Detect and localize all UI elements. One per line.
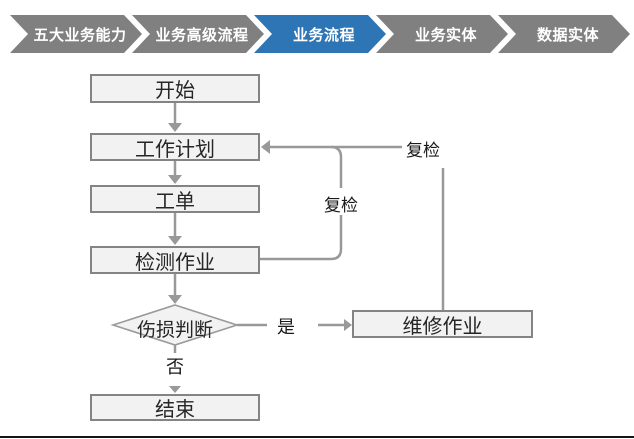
edge-label-recheck-inner: 复检 [324, 196, 358, 215]
edge-label-recheck-outer: 复检 [406, 141, 440, 160]
node-damage-decision: 伤损判断 [136, 320, 213, 341]
edge-inspection-recheck-upper [330, 145, 343, 188]
arrowhead-into-inspection [168, 236, 182, 245]
node-work-plan: 工作计划 [90, 133, 260, 161]
arrowhead-into-diamond [168, 295, 182, 304]
bottom-divider [0, 436, 634, 438]
step-data-entity[interactable]: 数据实体 [498, 15, 630, 53]
edge-label-yes: 是 [277, 317, 295, 337]
step-business-entity[interactable]: 业务实体 [376, 15, 508, 53]
step-high-level-process[interactable]: 业务高级流程 [132, 15, 264, 53]
edge-inspection-recheck-lower [260, 215, 343, 261]
step-five-capabilities[interactable]: 五大业务能力 [10, 15, 142, 53]
node-start: 开始 [90, 74, 260, 103]
arrowhead-into-workorder [168, 175, 182, 184]
node-repair-job: 维修作业 [352, 310, 533, 338]
arrowhead-into-workplan-top [168, 123, 182, 132]
node-work-order: 工单 [90, 185, 260, 213]
arrowhead-into-repair [344, 319, 352, 331]
step-business-process-active[interactable]: 业务流程 [254, 15, 386, 53]
arrowhead-into-workplan-right [261, 140, 270, 154]
arrowhead-into-end [169, 386, 181, 393]
edge-label-no: 否 [166, 357, 184, 377]
node-end: 结束 [90, 394, 260, 421]
breadcrumb: 五大业务能力 业务高级流程 业务流程 业务实体 数据实体 [10, 15, 630, 53]
node-inspection-job: 检测作业 [90, 246, 260, 274]
